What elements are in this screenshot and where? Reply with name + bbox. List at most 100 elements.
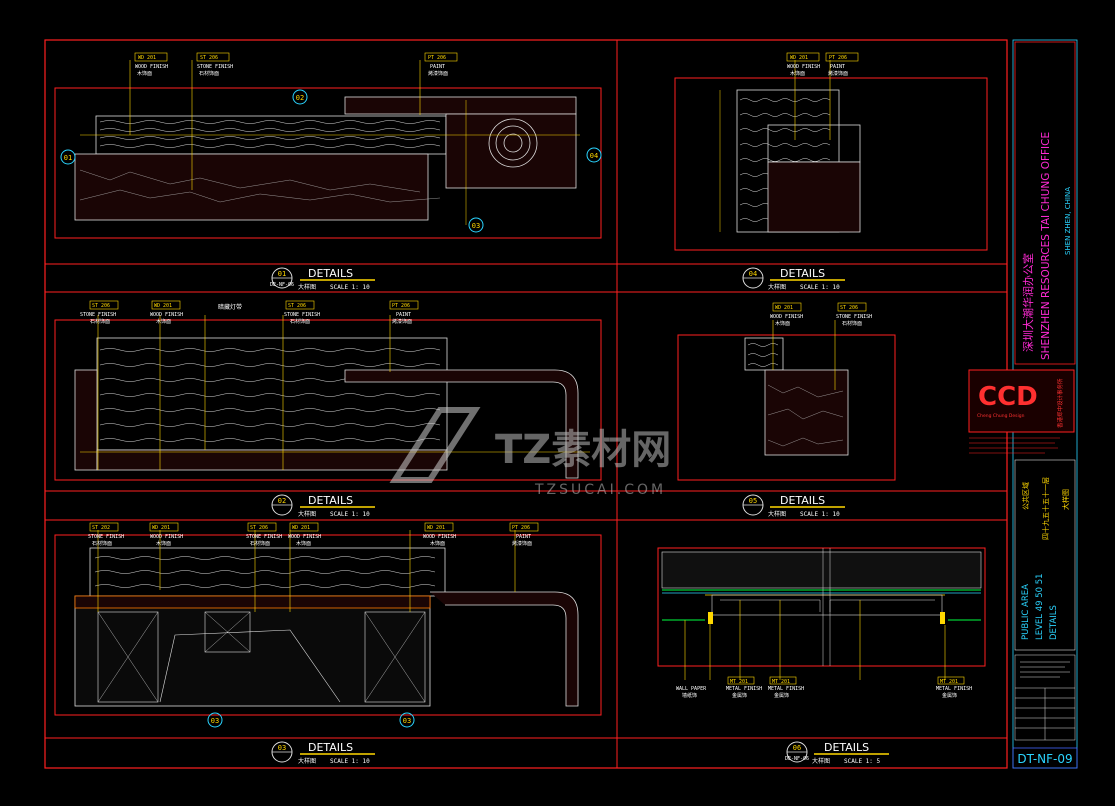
detail-01-drawing [54,60,602,239]
svg-text:DE-NF-06: DE-NF-06 [270,282,294,288]
svg-text:SCALE 1: 10: SCALE 1: 10 [800,284,840,291]
detail-06-drawing [657,547,986,680]
section-marker-02[interactable]: 02 [292,89,308,105]
svg-text:大样图: 大样图 [298,757,316,765]
svg-text:木饰面: 木饰面 [156,540,171,547]
detail-title-04: 04 DETAILS 大样图 SCALE 1: 10 [742,267,845,291]
callout-wood-05: WD 201 WOOD FINISH 木饰面 [770,302,803,327]
svg-text:02: 02 [278,497,286,505]
svg-text:PAINT: PAINT [516,534,531,540]
section-marker-03b[interactable]: 03 [399,712,415,728]
svg-text:SHEN ZHEN, CHINA: SHEN ZHEN, CHINA [1064,187,1072,255]
svg-text:深圳大潮华润办公室: 深圳大潮华润办公室 [1021,253,1035,352]
svg-text:05: 05 [749,497,757,505]
svg-text:WD 201: WD 201 [152,525,170,531]
svg-text:石材饰面: 石材饰面 [199,70,219,77]
svg-text:04: 04 [749,270,757,278]
svg-text:大样图: 大样图 [768,283,786,291]
svg-text:ST 206: ST 206 [840,305,858,311]
svg-text:PAINT: PAINT [430,64,445,70]
svg-text:SCALE 1: 10: SCALE 1: 10 [800,511,840,518]
svg-text:金属饰: 金属饰 [942,692,957,699]
section-marker-01-left[interactable]: 01 [60,149,76,165]
callout-paint-02: PT 206 PAINT 烤漆饰面 [389,300,419,325]
sheet-title-cn: 公共区域 四十九五十五十一层 大样图 [1021,477,1070,540]
svg-text:DE-NF-06: DE-NF-06 [785,756,809,762]
svg-text:SCALE 1: 5: SCALE 1: 5 [844,758,881,765]
ccd-logo: CCD Cheng Chung Design 香港郑中设计事务所 [968,369,1075,433]
svg-text:公共区域: 公共区域 [1021,482,1030,510]
svg-text:MT 201: MT 201 [772,679,790,685]
svg-text:CCD: CCD [978,382,1038,412]
svg-text:PAINT: PAINT [830,64,845,70]
callout-stone-02: ST 206 STONE FINISH 石材饰面 [80,300,119,325]
svg-text:SCALE 1: 10: SCALE 1: 10 [330,758,370,765]
callout-wood-03a: WD 201 WOOD FINISH 木饰面 [149,522,183,547]
svg-text:PT 206: PT 206 [428,55,446,61]
svg-text:STONE FINISH: STONE FINISH [836,314,872,320]
svg-text:ST 206: ST 206 [250,525,268,531]
detail-title-06: 06 DE-NF-06 DETAILS 大样图 SCALE 1: 5 [785,741,889,765]
svg-text:烤漆饰面: 烤漆饰面 [392,318,412,325]
svg-text:石材饰面: 石材饰面 [250,540,270,547]
svg-text:MT 201: MT 201 [730,679,748,685]
callout-paint-04: PT 206 PAINT 烤漆饰面 [825,52,859,77]
svg-text:Cheng Chung Design: Cheng Chung Design [977,413,1025,419]
svg-text:01: 01 [64,154,72,162]
svg-text:DETAILS: DETAILS [308,494,353,507]
svg-text:STONE FINISH: STONE FINISH [197,64,233,70]
svg-text:ST 206: ST 206 [92,303,110,309]
callout-wood-01: WD 201 WOOD FINISH 木饰面 [134,52,168,77]
detail-title-01: 01 DE-NF-06 DETAILS 大样图 SCALE 1: 10 [270,267,375,291]
detail-02-drawing [54,315,602,481]
svg-text:石材饰面: 石材饰面 [290,318,310,325]
svg-text:TZSUCAI.COM: TZSUCAI.COM [534,482,666,498]
svg-text:03: 03 [278,744,286,752]
svg-text:WOOD FINISH: WOOD FINISH [770,314,803,320]
svg-text:木饰面: 木饰面 [775,320,790,327]
title-block: 深圳大潮华润办公室 SHENZHEN RESOURCES TAI CHUNG O… [968,39,1078,769]
svg-text:02: 02 [296,94,304,102]
svg-text:石材饰面: 石材饰面 [842,320,862,327]
svg-text:TZ素材网: TZ素材网 [495,427,671,473]
svg-text:WALL PAPER: WALL PAPER [676,686,707,692]
detail-05-drawing [677,320,896,481]
svg-text:PT 206: PT 206 [829,55,847,61]
detail-03-drawing [54,530,602,716]
section-marker-03a[interactable]: 03 [207,712,223,728]
svg-text:DETAILS: DETAILS [308,741,353,754]
svg-text:烤漆饰面: 烤漆饰面 [512,540,532,547]
callout-metal-06c: MT 201 METAL FINISH 金属饰 [936,676,972,699]
svg-text:大样图: 大样图 [1061,489,1070,510]
section-marker-03[interactable]: 03 [468,217,484,233]
callout-wood-04: WD 201 WOOD FINISH 木饰面 [786,52,820,77]
revision-table [1014,654,1076,741]
svg-text:METAL FINISH: METAL FINISH [768,686,804,692]
svg-text:大样图: 大样图 [298,510,316,518]
svg-text:06: 06 [793,744,801,752]
svg-text:DETAILS: DETAILS [780,267,825,280]
svg-text:04: 04 [590,152,598,160]
svg-text:STONE FINISH: STONE FINISH [246,534,282,540]
callout-stone-02b: ST 206 STONE FINISH 石材饰面 [284,300,320,325]
svg-text:WD 201: WD 201 [292,525,310,531]
detail-title-05: 05 DETAILS 大样图 SCALE 1: 10 [742,494,845,518]
svg-text:石材饰面: 石材饰面 [90,318,110,325]
callout-stone-03b: ST 206 STONE FINISH 石材饰面 [246,522,282,547]
svg-text:木饰面: 木饰面 [156,318,171,325]
address-lines [969,437,1060,454]
callout-note-02: 暗藏灯带 [218,303,242,311]
svg-text:LEVEL 49 50 51: LEVEL 49 50 51 [1035,573,1045,640]
detail-04-drawing [674,60,988,251]
svg-text:DETAILS: DETAILS [1049,605,1059,640]
section-marker-04-right[interactable]: 04 [586,147,602,163]
sheet-title-en: PUBLIC AREA LEVEL 49 50 51 DETAILS [1021,573,1059,640]
svg-text:METAL FINISH: METAL FINISH [936,686,972,692]
svg-text:金属饰: 金属饰 [774,692,789,699]
svg-text:PUBLIC AREA: PUBLIC AREA [1021,584,1031,640]
watermark: TZ素材网 TZSUCAI.COM [389,407,671,498]
svg-text:暗藏灯带: 暗藏灯带 [218,303,242,311]
svg-text:WD 201: WD 201 [154,303,172,309]
svg-text:WOOD FINISH: WOOD FINISH [787,64,820,70]
